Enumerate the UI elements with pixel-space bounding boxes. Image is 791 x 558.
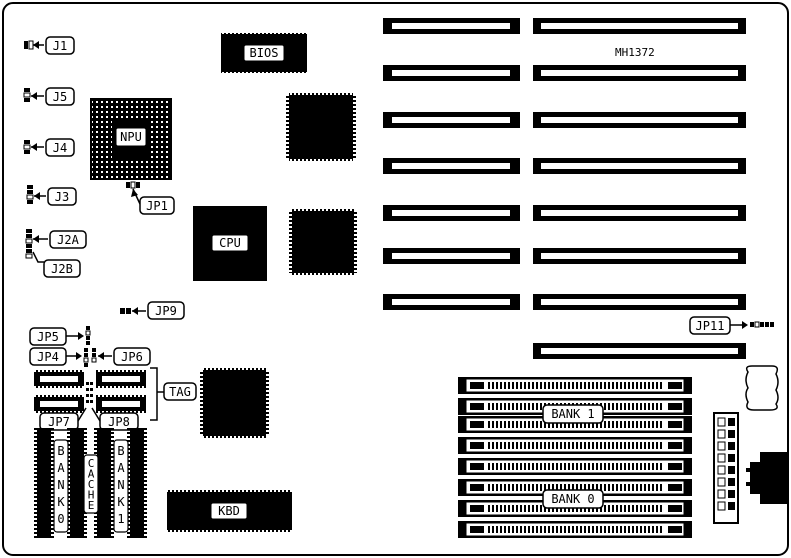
slot-long-7 <box>533 294 746 310</box>
simm-socket-1 <box>458 377 692 394</box>
slot-long-4 <box>533 158 746 174</box>
bank0-tag: BANK 0 <box>542 489 604 509</box>
jumper-jp9: JP9 <box>120 301 185 320</box>
jp7-label: JP7 <box>48 415 70 429</box>
jp4-label: JP4 <box>37 350 59 364</box>
tag-bracket: TAG <box>150 367 197 421</box>
bank1-label: BANK 1 <box>551 407 594 421</box>
tag-chip-4 <box>96 395 146 413</box>
vert-cache-glyph: A <box>88 468 95 481</box>
simm-socket-6 <box>458 479 692 496</box>
tag-chip-3 <box>34 395 84 413</box>
bank1-vertical-box <box>113 439 129 533</box>
simm-socket-3 <box>458 416 692 433</box>
slot-short-3 <box>383 112 520 128</box>
simm-socket-8 <box>458 521 692 538</box>
jumper-jp6: JP6 <box>91 347 151 366</box>
cpu-chip: CPU <box>193 206 267 281</box>
board-model-label: MH1372 <box>615 46 655 59</box>
jumper-jp8: JP8 <box>91 407 139 431</box>
battery-outline <box>745 365 779 411</box>
vert-bank0-glyph: 0 <box>57 512 64 526</box>
jumper-jp4: JP4 <box>29 347 89 367</box>
jp5-label: JP5 <box>37 330 59 344</box>
j5-label: J5 <box>53 90 67 104</box>
slot-long-3 <box>533 112 746 128</box>
keyboard-connector <box>746 452 788 504</box>
slot-long-5 <box>533 205 746 221</box>
jp1-label: JP1 <box>146 199 168 213</box>
jumper-jp1: JP1 <box>126 181 175 215</box>
vert-bank0-glyph: K <box>57 495 65 509</box>
vert-bank1-glyph: K <box>117 495 125 509</box>
tag-chip-2 <box>96 370 146 388</box>
j4-label: J4 <box>53 141 67 155</box>
bios-chip: BIOS <box>221 33 307 73</box>
vert-bank0-glyph: N <box>57 478 64 492</box>
slot-long-6 <box>533 248 746 264</box>
jumper-j3: J3 <box>26 185 77 206</box>
bank0-vertical-box <box>53 439 69 533</box>
j1-label: J1 <box>53 39 67 53</box>
jumper-jp5: JP5 <box>29 326 91 346</box>
vert-cache-glyph: C <box>88 457 95 470</box>
bank0-label: BANK 0 <box>551 492 594 506</box>
bank0-vertical-label: BANK 0 <box>57 444 65 526</box>
qfp-chip-1 <box>286 93 356 161</box>
cache-bank1-right <box>127 428 147 538</box>
tag-sram-chips <box>34 370 146 413</box>
jumper-jp7: JP7 <box>39 407 87 431</box>
jumper-j1: J1 <box>24 36 75 55</box>
vert-cache-glyph: C <box>88 478 95 491</box>
jp11-label: JP11 <box>696 319 725 333</box>
bank1-tag: BANK 1 <box>542 404 604 424</box>
vert-cache-glyph: H <box>88 489 95 502</box>
tag-label: TAG <box>169 385 191 399</box>
j2a-label: J2A <box>57 233 79 247</box>
vert-bank1-glyph: B <box>117 444 124 458</box>
cache-bank0-left <box>34 428 54 538</box>
npu-socket: NPU <box>90 98 172 180</box>
jumper-j2: J2A J2B <box>25 229 87 278</box>
bios-label: BIOS <box>250 46 279 60</box>
slot-long-1 <box>533 18 746 34</box>
vert-bank1-glyph: A <box>117 461 125 475</box>
slot-short-6 <box>383 248 520 264</box>
slot-long-8 <box>533 343 746 359</box>
tag-chip-1 <box>34 370 84 388</box>
bank1-vertical-label: BANK 1 <box>117 444 125 526</box>
jumper-j4: J4 <box>23 138 75 157</box>
cache-vertical-box <box>83 454 99 514</box>
vert-bank1-glyph: 1 <box>117 512 124 526</box>
qfp-chip-3 <box>200 368 269 438</box>
kbd-label: KBD <box>218 504 240 518</box>
vert-cache-glyph: E <box>88 499 95 512</box>
vert-bank0-glyph: B <box>57 444 64 458</box>
slot-short-2 <box>383 65 520 81</box>
vert-bank1-glyph: N <box>117 478 124 492</box>
qfp-chip-2 <box>289 209 357 275</box>
slot-short-1 <box>383 18 520 34</box>
simm-socket-4 <box>458 437 692 454</box>
simm-socket-5 <box>458 458 692 475</box>
j2b-label: J2B <box>51 262 73 276</box>
expansion-slots <box>383 18 746 359</box>
jumper-jp11: JP11 <box>689 316 774 335</box>
jp6-label: JP6 <box>121 350 143 364</box>
slot-short-7 <box>383 294 520 310</box>
power-connector <box>713 412 739 524</box>
slot-short-4 <box>383 158 520 174</box>
cpu-label: CPU <box>219 236 241 250</box>
slot-short-5 <box>383 205 520 221</box>
kbd-chip: KBD <box>167 490 292 532</box>
vert-bank0-glyph: A <box>57 461 65 475</box>
jp9-label: JP9 <box>155 304 177 318</box>
jp8-label: JP8 <box>108 415 130 429</box>
slot-long-2 <box>533 65 746 81</box>
jumper-j5: J5 <box>23 87 75 106</box>
npu-label: NPU <box>120 130 142 144</box>
j3-label: J3 <box>55 190 69 204</box>
